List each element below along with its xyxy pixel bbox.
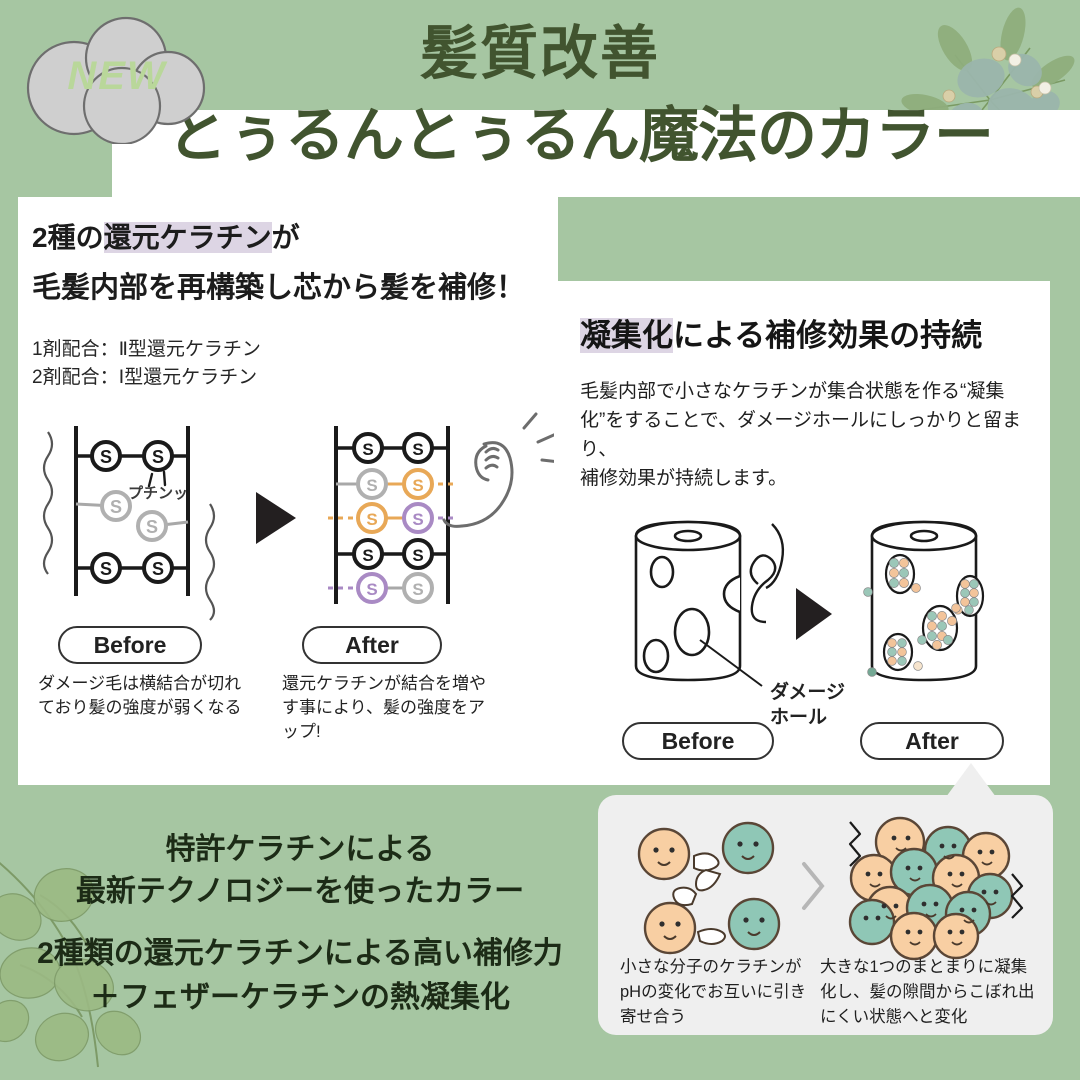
svg-text:S: S [366, 580, 377, 599]
cloud-shape-icon [26, 16, 206, 146]
disulfide-bond-diagram: プチンッ S S S S S S [42, 412, 554, 621]
svg-text:S: S [362, 546, 373, 565]
keratin-cluster [884, 553, 921, 595]
spec-line-2: 2剤配合：Ⅰ型還元ケラチン [32, 367, 258, 388]
lead-pre: 2種の [32, 222, 104, 253]
lead-highlight: 還元ケラチン [103, 222, 272, 253]
before-cylinder [634, 520, 742, 682]
keratin-cluster [882, 632, 914, 672]
strong-arm-icon [442, 412, 554, 528]
svg-text:S: S [100, 559, 112, 579]
before-ladder: プチンッ S S S S S S [42, 426, 216, 621]
transition-arrow-icon [256, 492, 296, 544]
bottom-headline-2: 最新テクノロジーを使ったカラー [75, 875, 525, 908]
escaping-keratin-icon [749, 523, 785, 624]
svg-text:S: S [412, 510, 423, 529]
aggregation-caption-left: 小さな分子のケラチンがpHの変化でお互いに引き寄せ合う [620, 958, 807, 1026]
right-panel-title: 凝集化による補修効果の持続 [580, 310, 982, 355]
spec-line-1: 1剤配合：Ⅱ型還元ケラチン [32, 339, 261, 360]
after-pill-right: After [860, 722, 1004, 760]
left-lead-line1: 2種の還元ケラチンが [32, 216, 300, 256]
svg-text:S: S [412, 440, 423, 459]
hair-cylinder-diagram [634, 520, 985, 687]
svg-text:S: S [412, 476, 423, 495]
new-badge: NEW [22, 16, 212, 146]
bottom-headline-4: ＋フェザーケラチンの熱凝集化 [90, 981, 510, 1014]
aggregation-caption-right: 大きな1つのまとまりに凝集化し、髪の隙間からこぼれ出にくい状態へと変化 [820, 958, 1035, 1026]
right-title-rest: による補修効果の持続 [673, 318, 983, 353]
left-content-panel [18, 197, 558, 785]
after-cylinder [863, 520, 985, 682]
svg-text:S: S [152, 559, 164, 579]
keratin-cluster [953, 574, 985, 618]
before-pill-right: Before [622, 722, 774, 760]
before-pill-left: Before [58, 626, 202, 664]
bottom-headline-1: 特許ケラチンによる [165, 833, 435, 866]
snap-sfx-label: プチンッ [128, 485, 188, 502]
after-ladder: S S S S S S S S S S [328, 412, 554, 604]
bottom-headline-3: 2種類の還元ケラチンによる高い補修力 [37, 937, 563, 970]
svg-text:S: S [412, 580, 423, 599]
after-pill-left: After [302, 626, 442, 664]
svg-text:S: S [146, 517, 158, 537]
callout-tail [946, 763, 996, 797]
separate-molecules [637, 821, 781, 955]
right-title-highlight: 凝集化 [580, 318, 673, 353]
keratin-aggregation-diagram [637, 816, 1024, 961]
svg-text:S: S [100, 447, 112, 467]
svg-text:S: S [366, 510, 377, 529]
new-badge-label: NEW [67, 54, 167, 98]
transition-arrow-icon-2 [796, 588, 832, 640]
keratin-cluster [921, 603, 961, 652]
svg-text:S: S [362, 440, 373, 459]
damage-hole-label-line1: ダメージ [770, 682, 846, 703]
after-caption-left: 還元ケラチンが結合を増やす事により、髪の強度をアップ! [282, 674, 486, 742]
chevron-right-icon [802, 862, 825, 910]
right-panel-body: 毛髪内部で小さなケラチンが集合状態を作る“凝集化”をすることで、ダメージホールに… [580, 381, 1022, 489]
svg-text:S: S [412, 546, 423, 565]
before-caption-left: ダメージ毛は横結合が切れており髪の強度が弱くなる [38, 674, 242, 718]
svg-text:S: S [110, 497, 122, 517]
damage-hole-label: ダメージ ホール [770, 680, 845, 730]
page-subtitle: とぅるんとぅるん魔法のカラー [167, 102, 994, 169]
left-lead-line2: 毛髪内部を再構築し芯から髪を補修！ [32, 272, 526, 304]
title-band [112, 110, 1080, 197]
page-title: 髪質改善 [419, 21, 660, 86]
damage-hole-label-line2: ホール [770, 707, 828, 729]
aggregated-cluster [848, 816, 1024, 961]
floral-leaves-bottom-icon [0, 862, 142, 1068]
lead-post: が [271, 222, 300, 253]
svg-text:S: S [366, 476, 377, 495]
svg-text:S: S [152, 447, 164, 467]
